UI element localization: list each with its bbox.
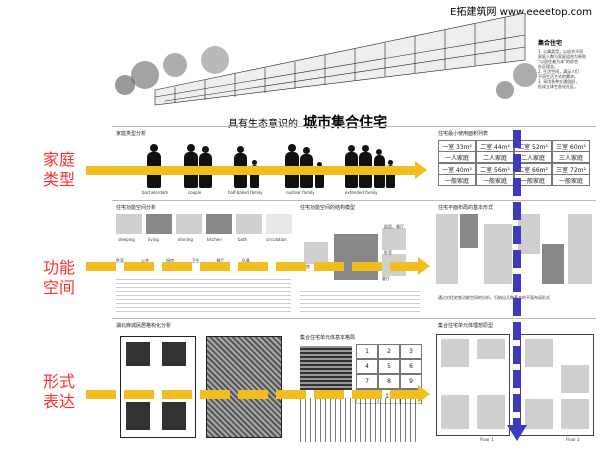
family-label: bachelordom [142, 190, 169, 195]
intro-line: 家庭人数与家庭组合为原则 [538, 54, 586, 59]
vertical-arrow-head [507, 425, 527, 441]
family-analysis-title: 家庭类型分析 [116, 131, 147, 137]
function-legend: 卧室 公共 厨房 卫生 餐厅 交通 [116, 258, 250, 263]
row-divider [112, 126, 596, 127]
table-cell: 一般家庭 [514, 174, 552, 186]
table-cell: 一般家庭 [476, 174, 514, 186]
plan-forms [436, 214, 594, 290]
flow-arrow-segment [352, 262, 382, 271]
page-title: 城市集合住宅 [303, 115, 388, 131]
flow-arrow-segment [124, 262, 154, 271]
side-label-form-expression: 形式表达 [42, 372, 75, 411]
flow-arrow-segment [390, 262, 418, 271]
vernacular-plans [116, 332, 286, 442]
intro-line: 社区理念。 [538, 64, 558, 69]
unit-massing [300, 346, 352, 390]
function-text-block [116, 276, 291, 314]
floor-label: Floor 1 [480, 437, 494, 442]
intro-line: 2. 生活空间，满足人们 [538, 69, 580, 74]
flow-arrow-segment [276, 262, 306, 271]
vertical-flow-arrow [513, 130, 521, 430]
family-label: half-baked family [228, 190, 263, 195]
plan-forms-caption: 通过对住宅各功能空间的分析，归纳出几种基本的平面布局形式 [438, 295, 550, 300]
flow-arrow-segment [162, 262, 192, 271]
intro-line: 形成立体生态化社区。 [538, 84, 578, 89]
table-cell: 一般家庭 [438, 174, 476, 186]
function-label: sleeping [118, 237, 135, 242]
flow-arrow-head [418, 385, 430, 403]
intro-line: 1. 公寓类型，以适合不同 [538, 49, 584, 54]
table-cell: 二人家庭 [476, 151, 514, 163]
table-cell: 一人家庭 [438, 151, 476, 163]
function-label: kitchen [207, 237, 222, 242]
unit-grid: 1 2 3 4 5 6 7 8 9 10 11 12 [356, 344, 424, 404]
intro-line: 不同生活方式的需求。 [538, 74, 578, 79]
structure-model-title: 住宅功能空间的结构模型 [300, 205, 356, 211]
flow-arrow-segment [86, 390, 116, 399]
intro-title: 集合住宅 [538, 40, 563, 47]
flow-arrow-segment [238, 262, 268, 271]
row-divider [112, 200, 596, 201]
building-sketch [115, 12, 537, 106]
flow-arrow-segment [352, 390, 382, 399]
function-label: dinning [178, 237, 193, 242]
function-label: living [148, 237, 159, 242]
flow-arrow-segment [124, 390, 154, 399]
table-cell: 三人家庭 [552, 151, 590, 163]
flow-arrow-segment [162, 390, 192, 399]
row-divider [112, 318, 596, 319]
plan-forms-title: 住宅平面布局的基本形式 [438, 205, 494, 211]
ideal-prototype-title: 集合住宅单元体理想原型 [438, 323, 494, 329]
people-sketch [300, 398, 420, 442]
family-label: extended family [345, 190, 378, 195]
page-title-block: 具有生态意识的 城市集合住宅 [228, 112, 387, 132]
intro-line: 3. 采用多种交通组织， [538, 79, 580, 84]
flow-arrow-segment [200, 390, 230, 399]
flow-arrow-segment [86, 262, 116, 271]
intro-panel: 集合住宅 1. 公寓类型，以适合不同 家庭人数与家庭组合为原则 “以居住者为本”… [538, 38, 594, 89]
prototype-plan-floor2 [520, 334, 594, 436]
flow-arrow-segment [314, 262, 344, 271]
intro-line: “以居住者为本”的综合 [538, 59, 579, 64]
function-swatches [116, 214, 296, 242]
floor-label: Floor 2 [566, 437, 580, 442]
vernacular-analysis-title: 湖北麻城民居格构化分析 [116, 323, 172, 329]
flow-arrow-segment [86, 166, 416, 175]
watermark: E拓建筑网 www.eeeetop.com [450, 7, 592, 18]
flow-arrow-segment [276, 390, 306, 399]
function-label: bath [238, 237, 248, 242]
min-area-table-title: 住宅最小使用面积列表 [438, 131, 489, 137]
page-subtitle: 具有生态意识的 [228, 119, 298, 130]
prototype-plan-floor1 [436, 334, 510, 436]
flow-arrow-segment [390, 390, 418, 399]
structure-model: 起居、餐厅 卧室 厨房 客厅 [300, 214, 424, 314]
table-cell: 一般家庭 [552, 174, 590, 186]
family-label: couple [188, 190, 202, 195]
unit-layout-title: 集合住宅单元体基本格局 [300, 335, 356, 341]
side-label-function-space: 功能空间 [42, 258, 75, 297]
function-analysis-title: 住宅功能空间分析 [116, 205, 157, 211]
flow-arrow-segment [238, 390, 268, 399]
flow-arrow-segment [200, 262, 230, 271]
side-label-family-type: 家庭类型 [42, 150, 75, 189]
min-area-table: 一室 33m² 二室 44m² 二室 52m² 三室 60m² 一人家庭 二人家… [438, 140, 594, 186]
flow-arrow-head [418, 257, 430, 275]
flow-arrow-head [415, 161, 427, 179]
family-label: nuclear family [286, 190, 315, 195]
function-label: circulation [266, 237, 287, 242]
flow-arrow-segment [314, 390, 344, 399]
